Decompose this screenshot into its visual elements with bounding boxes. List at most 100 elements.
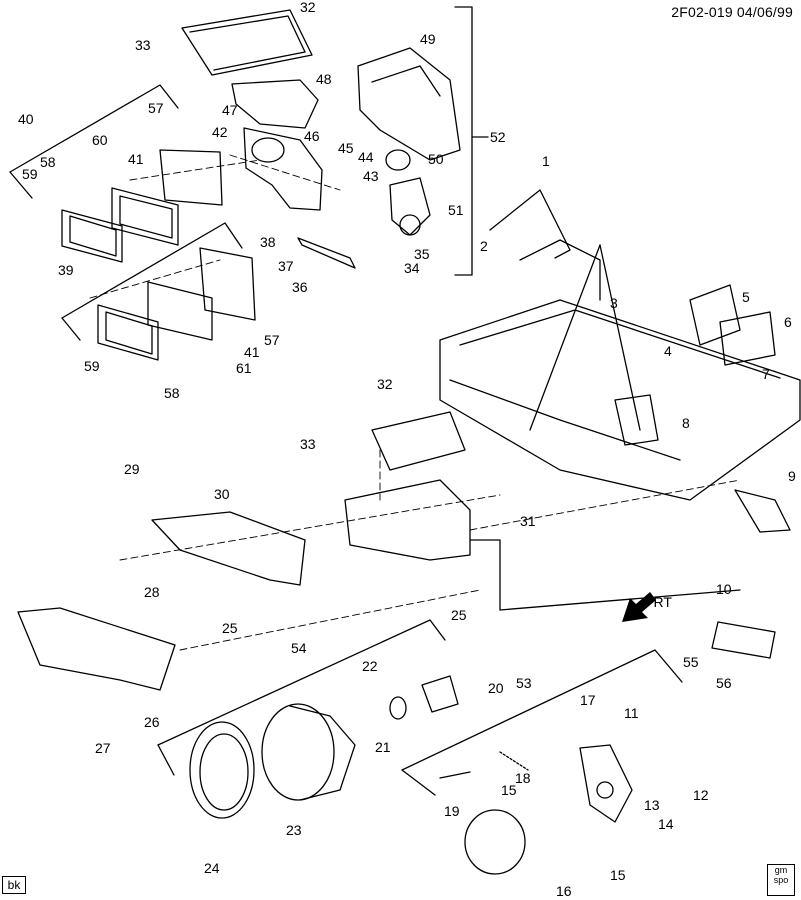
callout-46: 46 [304,128,320,144]
part-51-motor [389,177,431,236]
part-61-headlamp [147,281,213,341]
callout-21: 21 [375,739,391,755]
part-32-lower-shield [371,411,466,471]
callout-25: 25 [222,620,238,636]
callout-50: 50 [428,151,444,167]
part-37-link [297,237,356,269]
part-55-marker [711,621,776,659]
callout-56: 56 [716,675,732,691]
part-20-socket [421,675,459,713]
callout-13: 13 [644,797,660,813]
part-6-module [719,311,776,366]
callout-5: 5 [742,289,750,305]
callout-53: 53 [516,675,532,691]
callout-20: 20 [488,680,504,696]
callout-59: 59 [84,358,100,374]
part-23-housing [261,703,335,801]
callout-9: 9 [788,468,796,484]
gm-spo-logo-icon: gm spo [767,864,795,896]
part-9-bracket [734,489,791,533]
part-21-bulb [389,696,407,720]
callout-18: 18 [515,770,531,786]
part-32-shield [181,9,313,76]
callout-24: 24 [204,860,220,876]
callout-3: 3 [610,295,618,311]
part-48-bracket [231,79,319,129]
callout-23: 23 [286,822,302,838]
callout-29: 29 [124,461,140,477]
callout-34: 34 [404,260,420,276]
callout-59: 59 [22,166,38,182]
bracket-52 [454,6,473,276]
part-31-assembly [344,479,471,561]
callout-38: 38 [260,234,276,250]
radiator-support-frame [439,299,801,501]
callout-35: 35 [414,246,430,262]
callout-6: 6 [784,314,792,330]
logo-line-1: gm [774,865,788,875]
part-46-housing [243,127,323,211]
callout-11: 11 [624,705,639,721]
callout-39: 39 [58,262,74,278]
callout-32: 32 [377,376,393,392]
callout-52: 52 [490,129,506,145]
callout-51: 51 [448,202,464,218]
callout-44: 44 [358,149,374,165]
callout-25: 25 [451,607,467,623]
part-58-bezel-lower [97,304,159,361]
callout-49: 49 [420,31,436,47]
part-58-bezel [61,209,123,263]
part-24-lens [189,721,255,819]
callout-37: 37 [278,258,294,274]
callout-57: 57 [264,332,280,348]
callout-48: 48 [316,71,332,87]
callout-1: 1 [542,153,550,169]
callout-45: 45 [338,140,354,156]
part-57-housing [159,149,223,206]
callout-42: 42 [212,124,228,140]
callout-55: 55 [683,654,699,670]
callout-60: 60 [92,132,108,148]
callout-47: 47 [222,102,238,118]
bracket-53 [401,649,683,771]
callout-30: 30 [214,486,230,502]
diagram-reference: 2F02-019 04/06/99 [671,4,793,20]
callout-41: 41 [244,344,260,360]
part-3-bracket [614,394,659,446]
part-16-lamp [464,809,526,875]
callout-61: 61 [236,360,252,376]
logo-line-2: spo [773,875,789,885]
callout-58: 58 [164,385,180,401]
part-14-plate [579,744,633,823]
callout-17: 17 [580,692,596,708]
part-50 [385,149,411,171]
callout-43: 43 [363,168,379,184]
callout-36: 36 [292,279,308,295]
frt-label: FRT [645,594,672,610]
bracket-39 [61,222,243,319]
callout-31: 31 [520,513,536,529]
callout-15: 15 [610,867,626,883]
callout-33: 33 [135,37,151,53]
callout-41: 41 [128,151,144,167]
callout-15: 15 [501,782,517,798]
callout-2: 2 [480,238,488,254]
callout-33: 33 [300,436,316,452]
part-60-headlamp [111,187,179,246]
callout-14: 14 [658,816,674,832]
callout-27: 27 [95,740,111,756]
callout-26: 26 [144,714,160,730]
callout-54: 54 [291,640,307,656]
part-5-module [689,284,741,346]
part-19-pin [439,771,471,779]
callout-10: 10 [716,581,732,597]
callout-58: 58 [40,154,56,170]
callout-16: 16 [556,883,572,899]
callout-12: 12 [693,787,709,803]
callout-40: 40 [18,111,34,127]
callout-28: 28 [144,584,160,600]
callout-57: 57 [148,100,164,116]
